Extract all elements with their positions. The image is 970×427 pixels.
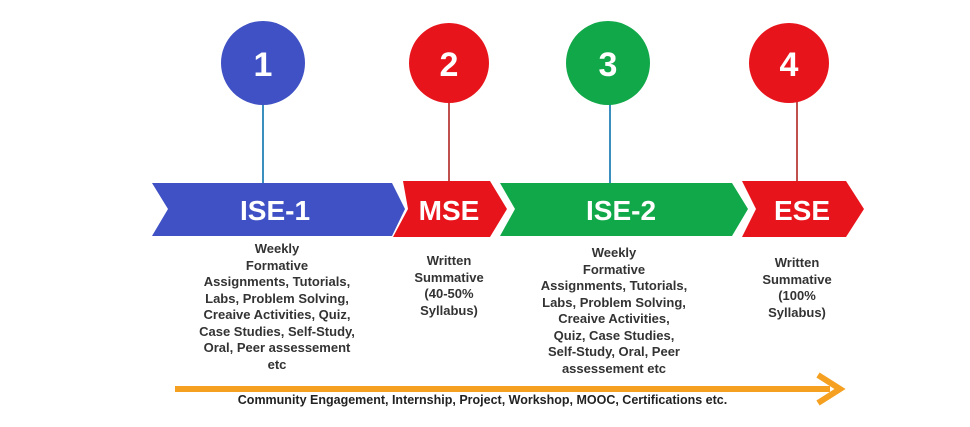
stage-1-description: Weekly Formative Assignments, Tutorials,… — [199, 241, 355, 372]
stage-3-chevron — [500, 183, 748, 236]
stage-4-label: ESE — [774, 195, 830, 226]
stage-2-number: 2 — [440, 46, 459, 84]
stage-4-description: Written Summative (100% Syllabus) — [762, 255, 832, 320]
stage-2-description: Written Summative (40-50% Syllabus) — [414, 253, 484, 318]
stage-1-circle — [221, 21, 305, 105]
stage-3-label: ISE-2 — [586, 195, 656, 226]
stage-1-number: 1 — [254, 46, 273, 84]
continuous-arrow-head — [816, 372, 846, 406]
stage-3-description: Weekly Formative Assignments, Tutorials,… — [540, 245, 688, 376]
stage-4-number: 4 — [780, 46, 799, 84]
stage-1-chevron — [152, 183, 405, 236]
stage-3-number: 3 — [599, 46, 618, 84]
stage-2-chevron — [393, 181, 507, 237]
stage-1-label: ISE-1 — [240, 195, 310, 226]
footer-activities-text: Community Engagement, Internship, Projec… — [237, 393, 728, 407]
stage-3-circle — [566, 21, 650, 105]
stage-4-circle — [749, 23, 829, 103]
stage-2-label: MSE — [419, 195, 480, 226]
stage-4-chevron — [742, 181, 864, 237]
stage-2-circle — [409, 23, 489, 103]
